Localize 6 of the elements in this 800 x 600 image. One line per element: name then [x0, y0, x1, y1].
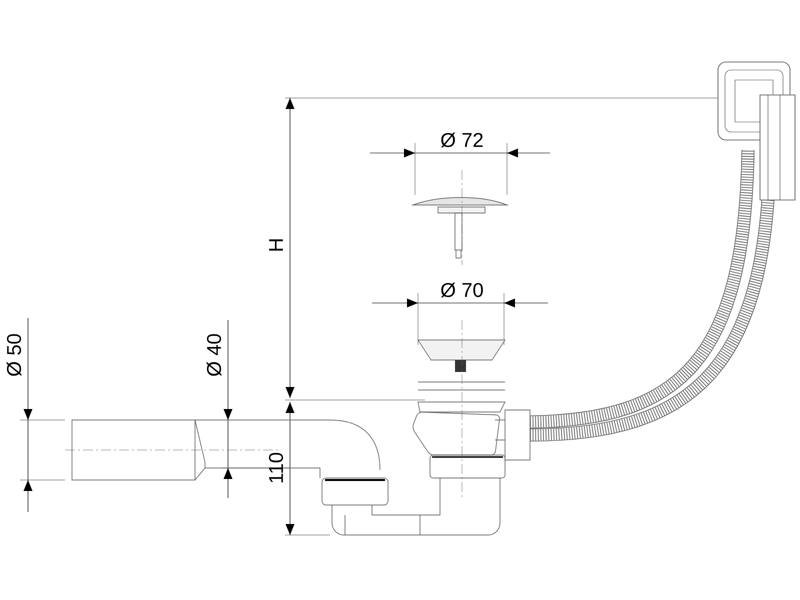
dimension-label: Ø 40 [206, 334, 222, 376]
dimension-label: 110 [268, 452, 284, 482]
dimension-label: Ø 50 [6, 334, 22, 376]
dimension-label: H [269, 239, 283, 251]
dimension-label: Ø 72 [441, 132, 483, 148]
dimension-label: Ø 70 [441, 282, 483, 298]
